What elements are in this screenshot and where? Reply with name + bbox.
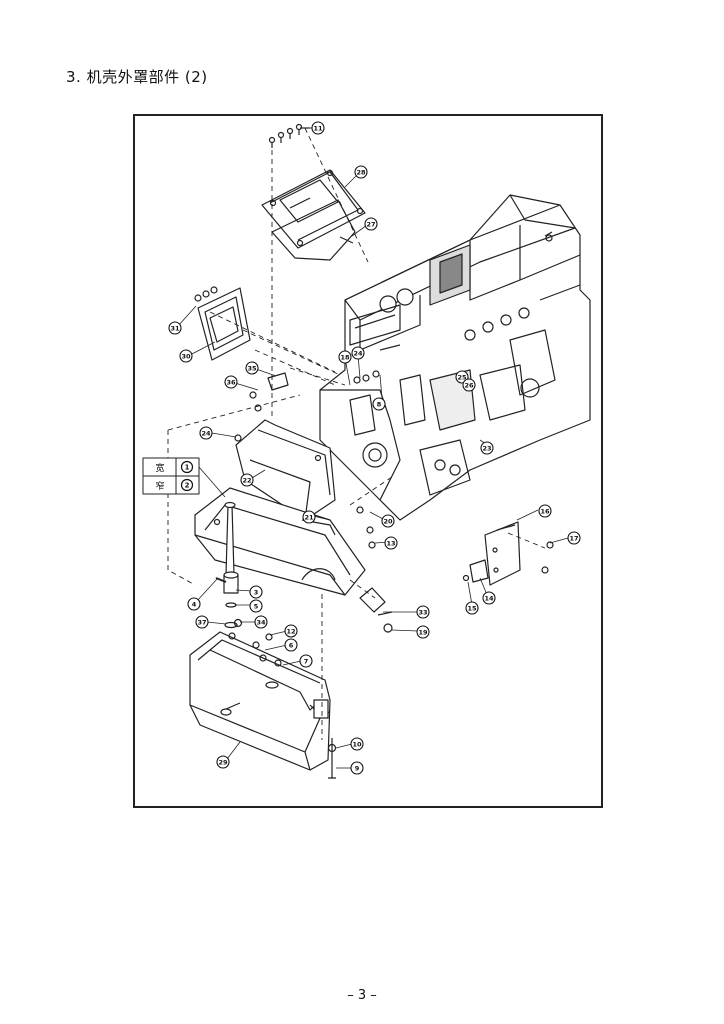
callout-23: 23 [482,445,491,453]
page-title: 3. 机壳外罩部件 (2) [66,68,208,86]
callout-circles [168,121,581,775]
callout-12: 12 [286,628,295,636]
callout-27: 27 [366,221,375,229]
callout-26: 26 [464,382,474,390]
callout-22: 22 [242,477,251,485]
callout-24b: 24 [353,350,363,358]
callout-5: 5 [254,603,259,611]
side-plate [462,521,521,586]
width-legend: 宽 窄 1 2 [142,457,226,498]
callout-18: 18 [340,354,350,362]
callout-20: 20 [383,518,393,526]
callout-6: 6 [289,642,294,650]
callout-10: 10 [352,741,362,749]
callout-17: 17 [569,535,578,543]
callout-28: 28 [356,169,366,177]
legend-wide-part: 1 [185,464,190,472]
callout-36: 36 [226,379,236,387]
callout-7: 7 [304,658,309,666]
diagram-frame [133,114,603,808]
top-cover-plate [261,123,366,261]
callout-15: 15 [467,605,477,613]
callout-37: 37 [197,619,206,627]
bracket-plate [235,419,336,521]
callout-14: 14 [484,595,494,603]
callout-8: 8 [377,401,382,409]
callout-34: 34 [256,619,266,627]
page-number: – 3 – [347,988,377,1003]
callout-31: 31 [170,325,180,333]
callout-4: 4 [192,601,197,609]
callout-24: 24 [201,430,211,438]
side-window-cover [194,286,251,361]
fasteners [228,370,554,779]
callout-29: 29 [218,759,228,767]
callout-35: 35 [247,365,257,373]
legend-wide-label: 宽 [155,462,164,474]
callout-30: 30 [181,353,191,361]
callout-21: 21 [304,514,314,522]
callout-9: 9 [355,765,360,773]
callout-16: 16 [540,508,550,516]
machine-housing [319,194,591,521]
callout-25: 25 [457,374,467,382]
callout-19: 19 [418,629,428,637]
oil-pan-cover [194,487,366,596]
legend-narrow-label: 窄 [155,480,164,492]
callout-3: 3 [254,589,259,597]
callout-11: 11 [313,125,323,133]
callout-33: 33 [418,609,427,617]
legend-narrow-part: 2 [185,482,190,490]
callout-13: 13 [386,540,395,548]
oil-reservoir [189,631,331,771]
